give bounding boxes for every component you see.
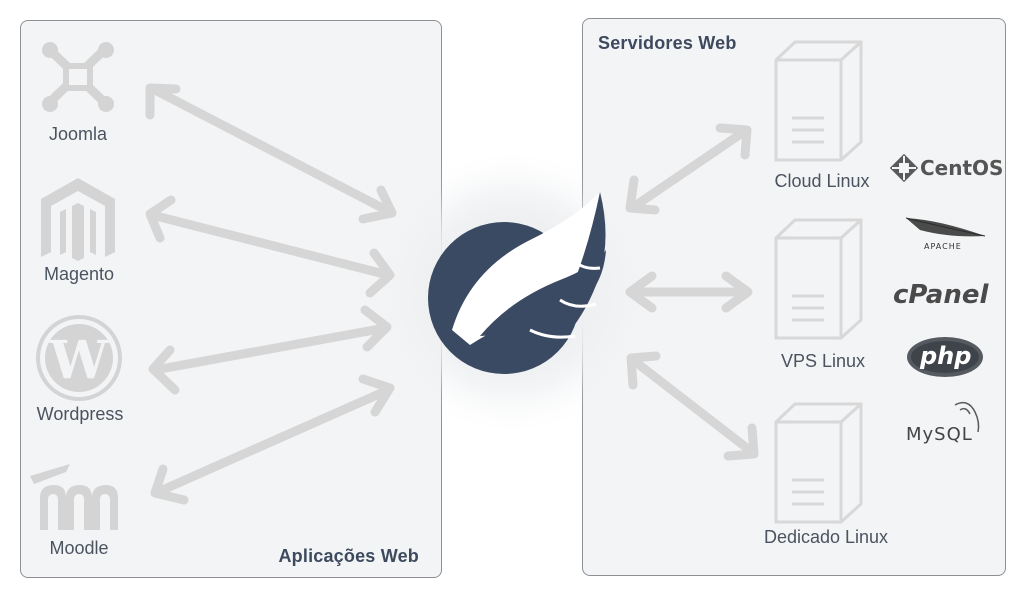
cpanel-text: cPanel: [893, 280, 989, 310]
server-label-vps-linux: VPS Linux: [780, 351, 866, 371]
server-icon-vps: [774, 218, 863, 340]
mysql-text: MySQL: [906, 424, 973, 445]
server-icon-dedicado: [774, 402, 863, 524]
apache-feather-logo: [905, 217, 986, 237]
app-label-moodle: Moodle: [49, 538, 109, 558]
arrow-cloud-linux: [625, 123, 752, 215]
svg-text:W: W: [49, 330, 110, 391]
arrow-vps-linux: [625, 271, 753, 313]
app-label-wordpress: Wordpress: [36, 404, 124, 424]
php-text: php: [920, 342, 972, 370]
arrow-wordpress: [148, 305, 392, 395]
arrow-dedicado-linux: [626, 351, 759, 461]
servers-panel-title: Servidores Web: [598, 33, 737, 53]
server-icon-cloud: [774, 40, 863, 162]
wordpress-icon: W: [36, 315, 122, 401]
apps-panel-title: Aplicações Web: [278, 546, 419, 566]
joomla-icon: [42, 42, 114, 112]
moodle-icon: [30, 464, 118, 530]
mysql-dolphin-logo: [954, 401, 980, 433]
apps-panel: Aplicações Web: [20, 20, 442, 578]
apache-text: APACHE: [924, 242, 962, 251]
app-label-joomla: Joomla: [48, 124, 108, 144]
wing-logo: [428, 192, 606, 374]
arrow-magento: [145, 195, 395, 298]
magento-icon: [41, 178, 115, 261]
arrow-joomla: [145, 83, 397, 224]
app-label-magento: Magento: [43, 264, 115, 284]
server-label-cloud-linux: Cloud Linux: [774, 171, 870, 191]
centos-logo: [889, 153, 919, 183]
php-logo: [907, 337, 983, 377]
centos-text: CentOS: [920, 156, 1004, 180]
arrow-moodle: [150, 374, 395, 505]
server-label-dedicado-linux: Dedicado Linux: [763, 527, 889, 547]
